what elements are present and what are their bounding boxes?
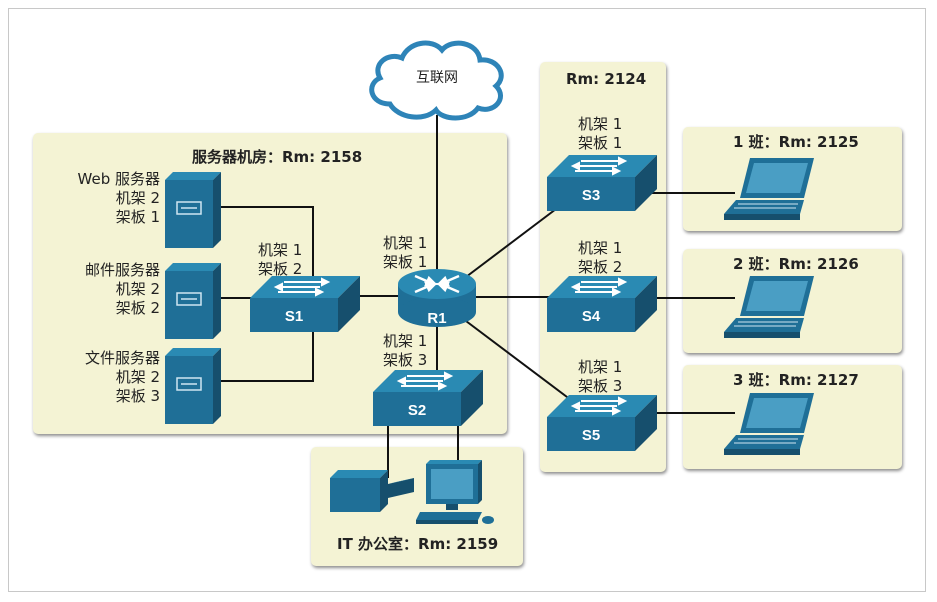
- laptop-class2-icon: [724, 276, 814, 338]
- r1-name: R1: [427, 310, 446, 327]
- file-server-name: 文件服务器: [84, 349, 160, 367]
- file-server-icon: [165, 348, 221, 424]
- r1-rack: 机架 1: [383, 234, 428, 252]
- file-server-panel: 架板 3: [115, 387, 160, 405]
- mail-server-label: 邮件服务器 机架 2 架板 2: [50, 261, 160, 318]
- mail-server-rack: 机架 2: [115, 280, 160, 298]
- switch-s3-icon: S3: [547, 155, 657, 211]
- web-server-rack: 机架 2: [115, 189, 160, 207]
- web-server-icon: [165, 172, 221, 248]
- class3-title: 3 班：Rm: 2127: [733, 371, 859, 389]
- s5-panel: 架板 3: [578, 377, 623, 395]
- file-server-rack: 机架 2: [115, 368, 160, 386]
- s3-name: S3: [582, 187, 600, 204]
- wire-file-s1: [220, 322, 314, 382]
- wire-web-s1: [220, 206, 314, 290]
- s4-location-label: 机架 1 架板 2: [578, 239, 622, 277]
- s3-location-label: 机架 1 架板 1: [578, 115, 622, 153]
- s2-rack: 机架 1: [383, 332, 428, 350]
- wire-r1-s5: [461, 317, 576, 404]
- s2-name: S2: [408, 402, 426, 419]
- s1-location-label: 机架 1 架板 2: [258, 241, 302, 279]
- web-server-name: Web 服务器: [77, 170, 160, 188]
- s1-panel: 架板 2: [258, 260, 303, 278]
- it-office-title: IT 办公室：Rm: 2159: [337, 535, 499, 553]
- s5-rack: 机架 1: [578, 358, 623, 376]
- switch-s4-icon: S4: [547, 276, 657, 332]
- s3-panel: 架板 1: [578, 134, 623, 152]
- s2-location-label: 机架 1 架板 3: [383, 332, 427, 370]
- s4-name: S4: [582, 308, 601, 325]
- s5-location-label: 机架 1 架板 3: [578, 358, 622, 396]
- s4-panel: 架板 2: [578, 258, 623, 276]
- switch-s5-icon: S5: [547, 395, 657, 451]
- internet-label: 互联网: [416, 70, 458, 86]
- switch-s2-icon: S2: [373, 370, 483, 426]
- web-server-label: Web 服务器 机架 2 架板 1: [50, 170, 160, 227]
- laptop-class3-icon: [724, 393, 814, 455]
- s5-name: S5: [582, 427, 600, 444]
- s1-rack: 机架 1: [258, 241, 303, 259]
- mail-server-panel: 架板 2: [115, 299, 160, 317]
- s2-panel: 架板 3: [383, 351, 428, 369]
- wire-r1-s3: [461, 205, 561, 281]
- rm2124-title: Rm: 2124: [566, 70, 647, 88]
- server-room-title: 服务器机房：Rm: 2158: [192, 148, 363, 166]
- web-server-panel: 架板 1: [115, 208, 160, 226]
- r1-location-label: 机架 1 架板 1: [383, 234, 427, 272]
- desktop-pc-icon: [416, 460, 494, 524]
- r1-panel: 架板 1: [383, 253, 428, 271]
- router-r1-icon: R1: [398, 269, 476, 327]
- file-server-label: 文件服务器 机架 2 架板 3: [50, 349, 160, 406]
- laptop-class1-icon: [724, 158, 814, 220]
- s1-name: S1: [285, 308, 303, 325]
- class2-title: 2 班：Rm: 2126: [733, 255, 859, 273]
- mail-server-icon: [165, 263, 221, 339]
- internet-cloud-icon: 互联网: [369, 40, 504, 121]
- class1-title: 1 班：Rm: 2125: [733, 133, 859, 151]
- s3-rack: 机架 1: [578, 115, 623, 133]
- switch-s1-icon: S1: [250, 276, 360, 332]
- mail-server-name: 邮件服务器: [84, 261, 160, 279]
- printer-icon: [330, 470, 414, 512]
- s4-rack: 机架 1: [578, 239, 623, 257]
